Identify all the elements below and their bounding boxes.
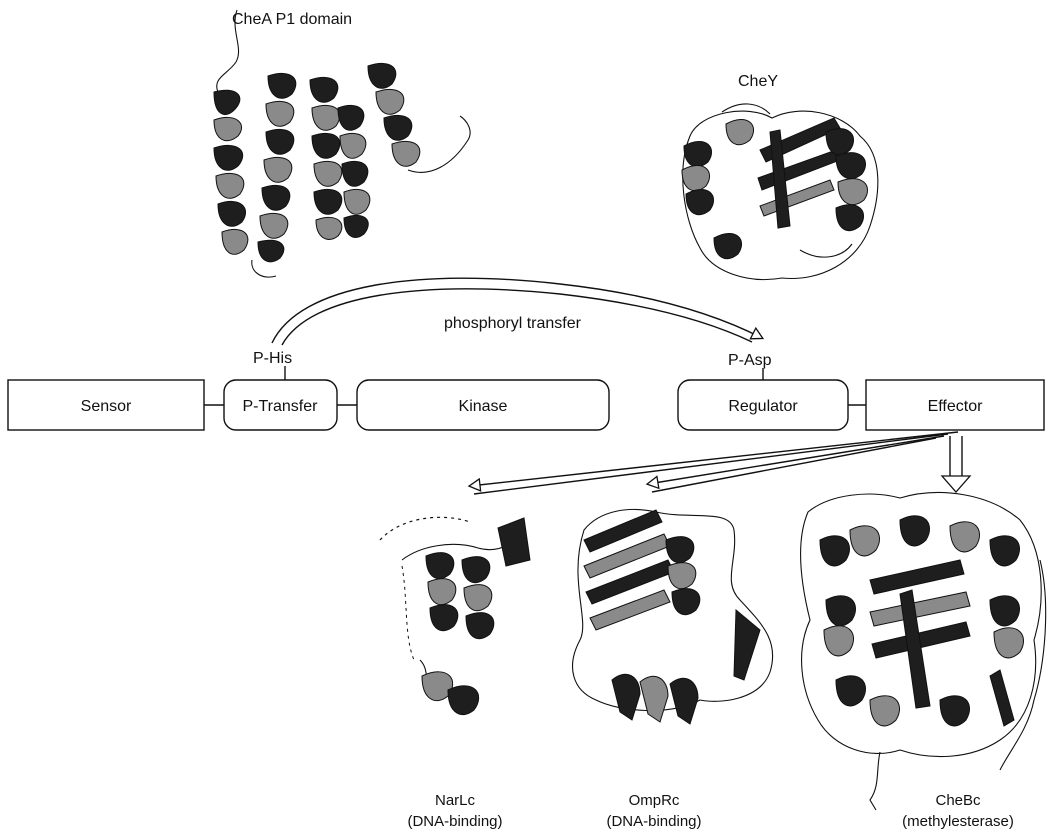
- chebc-structure: [801, 493, 1046, 810]
- phosphoryl-transfer-label: phosphoryl transfer: [444, 315, 582, 332]
- omprc-role: (DNA-binding): [606, 813, 701, 830]
- kinase-label: Kinase: [459, 398, 508, 415]
- effector-arrows: [470, 432, 970, 494]
- regulator-label: Regulator: [728, 398, 798, 415]
- chea-p1-label: CheA P1 domain: [232, 11, 352, 28]
- chey-label: CheY: [738, 73, 778, 90]
- omprc-label: OmpRc: [629, 792, 680, 809]
- p-transfer-label: P-Transfer: [243, 398, 319, 415]
- chebc-role: (methylesterase): [902, 813, 1014, 830]
- phosphoryl-transfer-arrow: [272, 278, 762, 345]
- p-his-label: P-His: [253, 350, 292, 367]
- chea-p1-structure: [214, 10, 470, 277]
- narlc-structure: [380, 517, 530, 714]
- omprc-structure: [573, 509, 773, 724]
- chey-structure: [682, 104, 878, 280]
- p-asp-label: P-Asp: [728, 352, 772, 369]
- sensor-label: Sensor: [81, 398, 132, 415]
- effector-label: Effector: [928, 398, 984, 415]
- chebc-label: CheBc: [935, 792, 981, 809]
- narlc-label: NarLc: [435, 792, 476, 809]
- narlc-role: (DNA-binding): [407, 813, 502, 830]
- domain-row: [8, 366, 1044, 430]
